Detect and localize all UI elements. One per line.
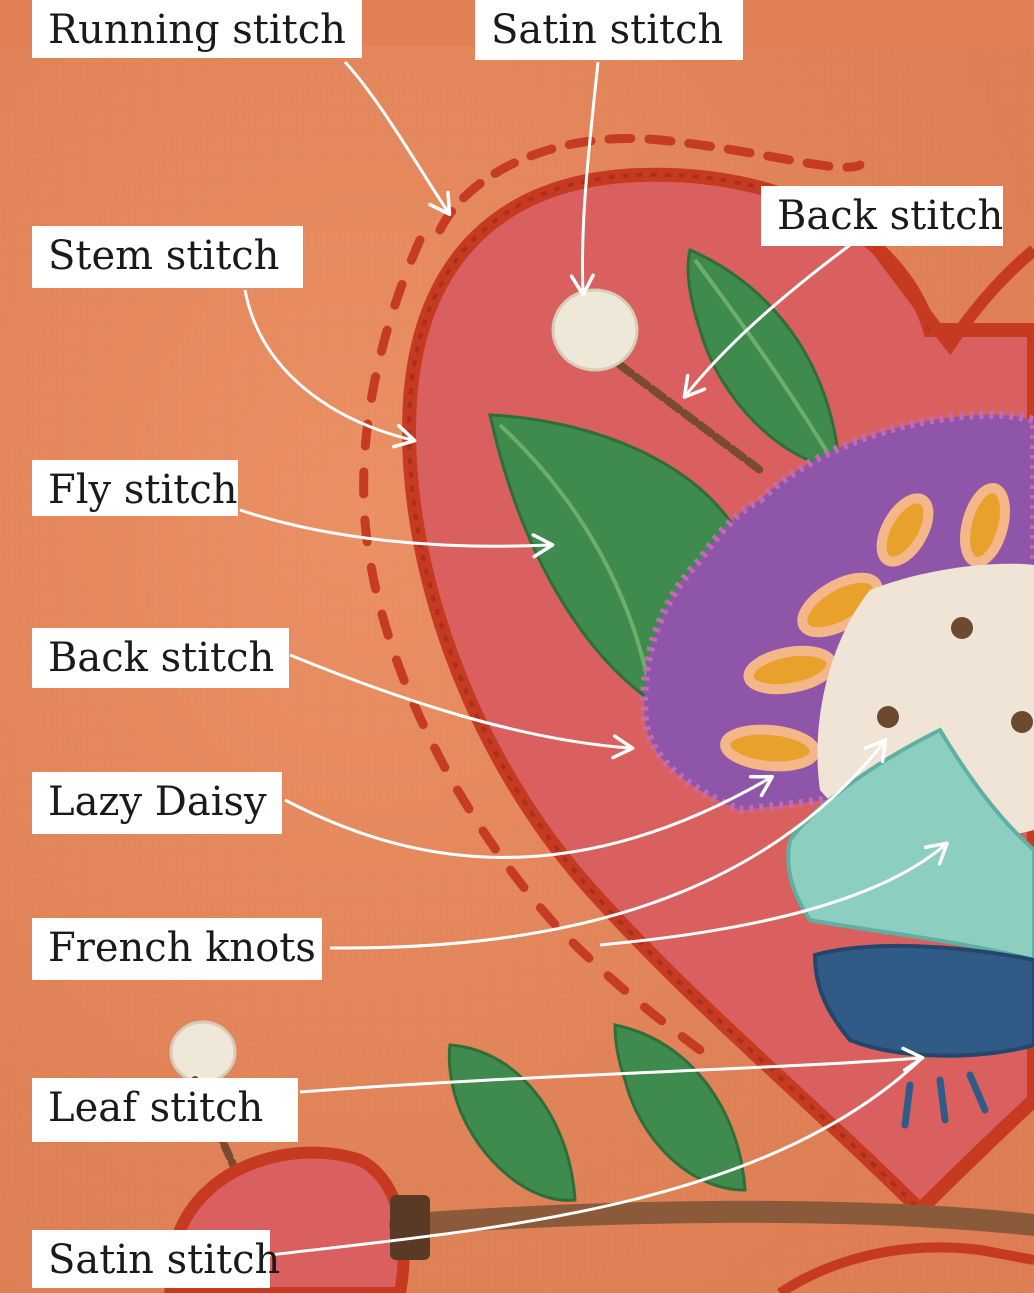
arrow-satin-stitch-bottom	[269, 1058, 922, 1257]
french-knot-1	[951, 617, 973, 639]
back-stitch-stem	[616, 361, 764, 474]
french-knot-2	[877, 706, 899, 728]
running-stitch-left	[359, 235, 705, 1055]
arrow-back-stitch-top	[682, 243, 851, 399]
label-satin-stitch-bottom: Satin stitch	[32, 1230, 280, 1288]
arrow-lazy-daisy	[284, 774, 775, 859]
navy-bowl	[812, 943, 1034, 1058]
label-fly-stitch: Fly stitch	[32, 460, 238, 516]
label-lazy-daisy: Lazy Daisy	[32, 772, 282, 834]
label-satin-stitch-top: Satin stitch	[475, 0, 743, 60]
navy-stitches	[901, 1071, 989, 1129]
petal-2	[960, 483, 1010, 567]
label-back-stitch-mid: Back stitch	[32, 628, 289, 688]
petal-4	[743, 645, 837, 695]
label-stem-stitch: Stem stitch	[32, 226, 303, 288]
label-running-stitch: Running stitch	[32, 0, 362, 58]
label-leaf-stitch: Leaf stitch	[32, 1078, 298, 1142]
petal-5	[720, 724, 820, 772]
arrow-back-stitch-mid	[289, 653, 635, 760]
brown-branch	[389, 1200, 1034, 1236]
label-french-knots: French knots	[32, 918, 322, 980]
lower-heart-outline	[777, 1242, 1034, 1293]
lower-leaf-2	[613, 1023, 747, 1192]
arrow-french-knots	[329, 738, 888, 950]
lower-satin-bud	[169, 1020, 237, 1084]
branch-knot	[390, 1195, 430, 1260]
arrow-satin-stitch-top	[569, 61, 600, 297]
arrow-stem-stitch	[243, 289, 417, 449]
leaf-top-vein	[693, 258, 837, 467]
arrow-running-stitch	[343, 60, 452, 217]
running-stitch-outline	[435, 133, 865, 235]
upper-heart-outline	[865, 236, 1034, 356]
satin-stitch-bud	[551, 288, 639, 372]
arrow-leaf-stitch	[299, 1046, 925, 1094]
label-back-stitch-top: Back stitch	[761, 186, 1003, 246]
leaf-left-vein	[498, 423, 652, 691]
arrow-fly-stitch	[239, 508, 555, 559]
french-knot-3	[1011, 711, 1033, 733]
arrow-french-knots-2	[599, 841, 949, 947]
petal-1	[876, 493, 934, 567]
